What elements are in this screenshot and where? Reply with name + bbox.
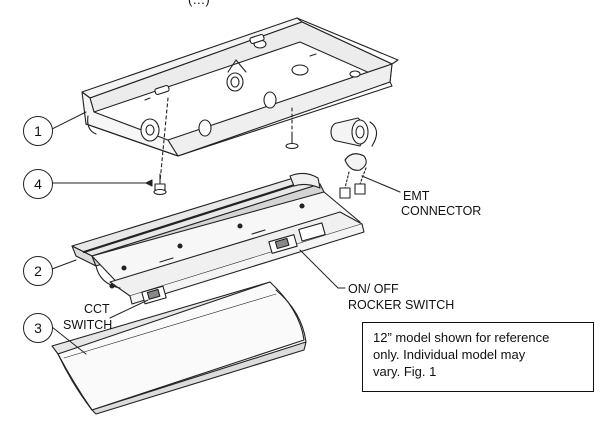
note-line-1: 12” model shown for reference [373, 330, 550, 345]
channel-part-2 [71, 172, 365, 305]
callout-2: 2 [23, 256, 53, 286]
cct-label-line2: SWITCH [63, 318, 113, 332]
header-fragment: (…) [188, 0, 210, 7]
screw-part-4 [153, 97, 169, 196]
emt-label-line2: CONNECTOR [401, 204, 482, 218]
lens-part-3 [51, 281, 307, 415]
cct-label-line1: CCT [84, 302, 110, 316]
note-line-3: vary. Fig. 1 [373, 364, 437, 379]
leader-lines [51, 111, 346, 355]
onoff-label-line1: ON/ OFF [348, 282, 399, 296]
housing-part-1 [81, 17, 399, 157]
callout-4: 4 [23, 169, 53, 199]
note-line-2: only. Individual model may [373, 347, 526, 362]
reference-note-box: 12” model shown for reference only. Indi… [362, 322, 594, 392]
callout-1: 1 [23, 116, 53, 146]
emt-label-line1: EMT [403, 189, 430, 203]
onoff-label-line2: ROCKER SWITCH [348, 298, 455, 312]
screw-center [285, 107, 299, 150]
callout-3: 3 [23, 313, 53, 343]
emt-connector [330, 117, 401, 199]
